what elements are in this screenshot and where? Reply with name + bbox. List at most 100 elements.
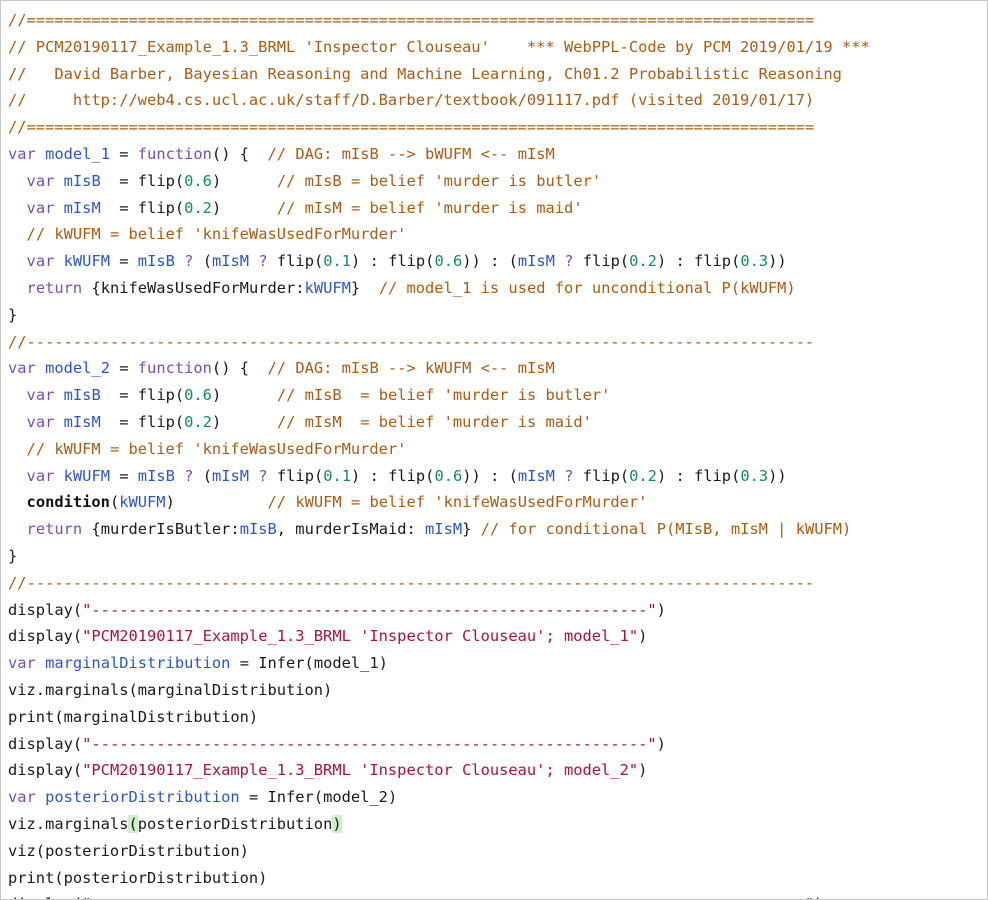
code-token: "=======================================… [82, 895, 814, 899]
code-line[interactable]: display("PCM20190117_Example_1.3_BRML 'I… [8, 623, 870, 650]
code-line[interactable]: // PCM20190117_Example_1.3_BRML 'Inspect… [8, 34, 870, 61]
code-line[interactable]: //======================================… [8, 7, 870, 34]
code-token [54, 467, 63, 485]
code-token: marginalDistribution [45, 654, 231, 673]
code-line[interactable]: //======================================… [8, 114, 870, 141]
code-line[interactable]: var mIsM = flip(0.2) // mIsM = belief 'm… [8, 409, 870, 436]
code-line[interactable]: viz(posteriorDistribution) [8, 838, 870, 865]
code-token: 0.2 [629, 466, 657, 485]
code-line[interactable]: var model_2 = function() { // DAG: mIsB … [8, 355, 870, 382]
code-token: flip( [573, 252, 630, 271]
code-line[interactable]: // kWUFM = belief 'knifeWasUsedForMurder… [8, 436, 870, 463]
code-token: // DAG: mIsB --> bWUFM <-- mIsM [267, 144, 555, 163]
code-token: display( [8, 761, 83, 780]
code-line[interactable]: display("-------------------------------… [8, 597, 870, 624]
code-token: var [26, 252, 55, 271]
code-token: 0.1 [323, 252, 352, 271]
code-line[interactable]: var mIsM = flip(0.2) // mIsM = belief 'm… [8, 195, 870, 222]
code-token: ? [564, 252, 574, 271]
code-token [555, 252, 564, 270]
code-token: () { [211, 359, 268, 378]
code-token [36, 654, 45, 672]
code-token: kWUFM [63, 252, 110, 271]
code-line[interactable]: var marginalDistribution = Infer(model_1… [8, 650, 870, 677]
code-line[interactable]: print(posteriorDistribution) [8, 865, 870, 892]
code-line[interactable]: var kWUFM = mIsB ? (mIsM ? flip(0.1) : f… [8, 248, 870, 275]
code-line[interactable]: // David Barber, Bayesian Reasoning and … [8, 61, 870, 88]
code-token: {murderIsButler: [82, 520, 240, 539]
code-token: mIsB [239, 520, 277, 539]
code-line[interactable]: var mIsB = flip(0.6) // mIsB = belief 'm… [8, 382, 870, 409]
code-token: ) [656, 734, 666, 753]
code-token: // kWUFM = belief 'knifeWasUsedForMurder… [26, 225, 407, 244]
code-token [8, 413, 27, 431]
code-token: = [109, 144, 138, 163]
code-token: var [26, 386, 55, 405]
code-token [54, 252, 63, 270]
code-token: = flip( [100, 412, 185, 431]
code-token: } [462, 520, 481, 539]
code-line[interactable]: display("-------------------------------… [8, 731, 870, 758]
code-line[interactable]: print(marginalDistribution) [8, 704, 870, 731]
code-token: ? [258, 466, 268, 485]
code-token: } [8, 546, 18, 565]
code-token: ) [211, 412, 277, 431]
code-token: var [26, 466, 55, 485]
code-line[interactable]: display("===============================… [8, 891, 870, 899]
code-token: // model_1 is used for unconditional P(k… [378, 278, 796, 297]
code-token: = [109, 359, 138, 378]
code-line[interactable]: condition(kWUFM) // kWUFM = belief 'knif… [8, 489, 870, 516]
code-token: // http://web4.cs.ucl.ac.uk/staff/D.Barb… [8, 91, 815, 110]
code-token: )) : ( [462, 466, 518, 485]
code-token: posteriorDistribution [45, 788, 240, 807]
code-token [36, 359, 45, 377]
code-line[interactable]: //--------------------------------------… [8, 570, 870, 597]
code-line[interactable]: // http://web4.cs.ucl.ac.uk/staff/D.Barb… [8, 87, 870, 114]
code-line[interactable]: } [8, 302, 870, 329]
code-line[interactable]: return {knifeWasUsedForMurder:kWUFM} // … [8, 275, 870, 302]
code-token: = Infer(model_2) [239, 788, 398, 807]
code-token: ? [184, 252, 194, 271]
code-line[interactable]: //--------------------------------------… [8, 329, 870, 356]
code-token: ) [165, 493, 268, 512]
code-token: 0.3 [740, 466, 769, 485]
code-token: display( [8, 734, 83, 753]
code-token: // David Barber, Bayesian Reasoning and … [8, 64, 842, 83]
code-token: ) [656, 600, 666, 619]
code-token: = [109, 466, 138, 485]
code-token: "PCM20190117_Example_1.3_BRML 'Inspector… [82, 627, 639, 646]
code-line[interactable]: viz.marginals(marginalDistribution) [8, 677, 870, 704]
code-token: //--------------------------------------… [8, 332, 815, 351]
code-token: ? [564, 466, 574, 485]
code-token: mIsM [517, 466, 555, 485]
code-token: ) [211, 171, 277, 190]
code-token: kWUFM [304, 278, 351, 297]
code-token: ( [193, 466, 212, 485]
code-token: )) [768, 252, 787, 271]
code-token: // kWUFM = belief 'knifeWasUsedForMurder… [267, 493, 648, 512]
code-token [54, 199, 63, 217]
code-token: condition [26, 493, 110, 512]
code-token: mIsM [211, 252, 250, 271]
code-line[interactable]: var model_1 = function() { // DAG: mIsB … [8, 141, 870, 168]
code-token: print(posteriorDistribution) [8, 868, 268, 887]
code-line[interactable]: } [8, 543, 870, 570]
code-line[interactable]: return {murderIsButler:mIsB, murderIsMai… [8, 516, 870, 543]
code-token: var [26, 412, 55, 431]
code-token [8, 520, 27, 538]
code-token: = flip( [100, 386, 185, 405]
code-token: () { [211, 144, 268, 163]
code-token: mIsB [137, 252, 175, 271]
code-line[interactable]: var kWUFM = mIsB ? (mIsM ? flip(0.1) : f… [8, 463, 870, 490]
code-token: ) : flip( [656, 466, 741, 485]
code-line[interactable]: var mIsB = flip(0.6) // mIsB = belief 'm… [8, 168, 870, 195]
code-token: ? [184, 466, 194, 485]
code-line[interactable]: display("PCM20190117_Example_1.3_BRML 'I… [8, 757, 870, 784]
code-area[interactable]: //======================================… [8, 7, 870, 899]
code-token: ) [332, 814, 342, 833]
code-line[interactable]: viz.marginals(posteriorDistribution) [8, 811, 870, 838]
code-line[interactable]: // kWUFM = belief 'knifeWasUsedForMurder… [8, 221, 870, 248]
code-token: 0.2 [629, 252, 657, 271]
code-line[interactable]: var posteriorDistribution = Infer(model_… [8, 784, 870, 811]
